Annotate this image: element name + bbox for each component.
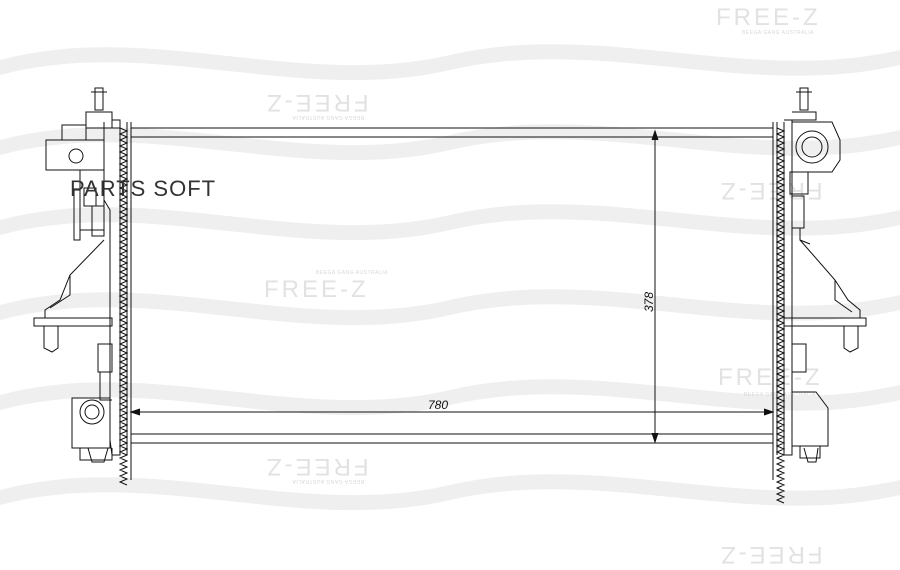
dimension-height: [651, 129, 659, 444]
watermark-tagline: BEEGA GANG AUSTRALIA: [742, 30, 814, 36]
height-dimension-label: 378: [642, 292, 656, 312]
brand-overlay-text: PARTS SOFT: [70, 176, 217, 201]
radiator-core: [131, 127, 773, 444]
width-dimension-label: 780: [428, 398, 448, 412]
right-tank: [772, 87, 867, 504]
watermark-logo: FREE-Z: [718, 364, 823, 391]
dimension-width: [129, 408, 775, 416]
watermark-logo: FREE-Z: [264, 276, 369, 303]
left-tank: [33, 87, 132, 486]
watermark-tagline: BEEGA GANG AUSTRALIA: [744, 392, 816, 398]
watermark-tagline: BEEGA GANG AUSTRALIA: [316, 270, 388, 276]
watermark-logo: FREE-Z: [716, 4, 821, 31]
